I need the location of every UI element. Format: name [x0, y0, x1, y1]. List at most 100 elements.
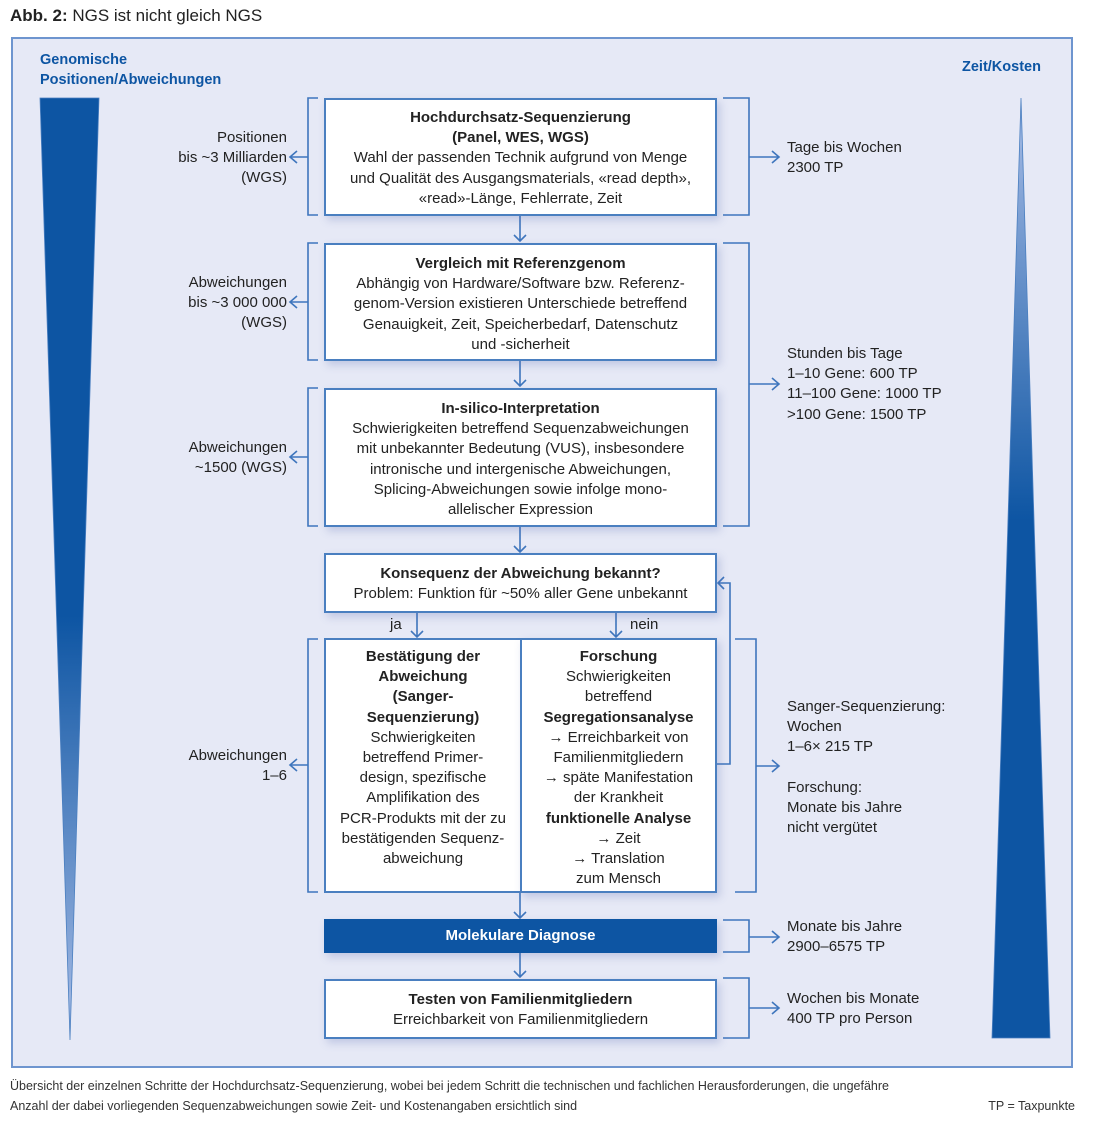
step-body-line: mit unbekannter Bedeutung (VUS), insbeso…	[356, 440, 685, 458]
branch-label-no: nein	[630, 616, 659, 633]
left-axis-title-line: Genomische	[40, 52, 128, 68]
branch-label-yes: ja	[390, 616, 402, 633]
step-body-line: «read»-Länge, Fehlerrate, Zeit	[418, 189, 623, 207]
right-label-line: 2900–6575 TP	[787, 938, 886, 956]
left-label-deviations-reference: Abweichungen bis ~3 000 000 (WGS)	[188, 273, 287, 334]
right-label-line: Forschung:	[787, 778, 863, 796]
step-body-line: Problem: Funktion für ~50% aller Gene un…	[353, 585, 688, 603]
left-label-deviations-confirm: Abweichungen 1–6	[189, 746, 287, 786]
step-body-line: Splicing-Abweichungen sowie infolge mono…	[373, 480, 668, 498]
left-label-line: Abweichungen	[188, 747, 287, 764]
branch-body-line: Amplifikation des	[366, 789, 480, 807]
caption-legend: TP = Taxpunkte	[988, 1099, 1075, 1113]
step-body-line: und Qualität des Ausgangsmaterials, «rea…	[349, 169, 692, 187]
right-label-sequencing: Tage bis Wochen 2300 TP	[787, 138, 902, 178]
step-body-line: Schwierigkeiten betreffend Sequenzabweic…	[352, 420, 689, 438]
diagnosis-box: Molekulare Diagnose	[324, 919, 717, 953]
right-label-line: Tage bis Wochen	[787, 139, 902, 156]
branch-body-line: → Translation	[572, 850, 665, 868]
left-label-line: Abweichungen	[188, 274, 287, 291]
left-label-positions: Positionen bis ~3 Milliarden (WGS)	[178, 128, 287, 189]
step-body-line: Wahl der passenden Technik aufgrund von …	[353, 149, 688, 167]
right-label-spacer	[787, 758, 945, 778]
step-title: Hochdurchsatz-Sequenzierung	[410, 109, 631, 126]
right-label-diagnosis: Monate bis Jahre 2900–6575 TP	[787, 917, 902, 957]
branch-body-line: → späte Manifestation	[543, 769, 694, 787]
left-label-deviations-insilico: Abweichungen ~1500 (WGS)	[189, 438, 287, 478]
figure-label: Abb. 2:	[10, 6, 68, 25]
step-title: (Panel, WES, WGS)	[452, 129, 589, 147]
right-label-confirm-research: Sanger-Sequenzierung: Wochen 1–6× 215 TP…	[787, 697, 945, 838]
branch-title: Bestätigung der	[365, 648, 481, 665]
left-label-line: (WGS)	[241, 169, 287, 187]
branch-body-line: abweichung	[382, 850, 464, 868]
left-label-line: 1–6	[261, 767, 287, 785]
branch-body-line: betreffend Primer-	[362, 749, 484, 767]
branch-title: (Sanger-	[392, 688, 454, 706]
right-label-line: Stunden bis Tage	[787, 345, 903, 362]
branch-body-line: der Krankheit	[573, 789, 664, 807]
step-body-line: und -sicherheit	[471, 335, 570, 353]
branch-title: Sequenzierung)	[366, 708, 480, 726]
branch-subheading: funktionelle Analyse	[545, 809, 692, 827]
step-body-line: intronische und intergenische Abweichung…	[369, 460, 672, 478]
branch-body-line: Familienmitgliedern	[553, 749, 684, 767]
step-box-in-silico: In-silico-Interpretation Schwierigkeiten…	[324, 388, 717, 527]
right-label-line: Wochen	[787, 718, 842, 736]
step-body-line: allelischer Expression	[447, 501, 594, 519]
step-title: Konsequenz der Abweichung bekannt?	[380, 565, 661, 582]
left-label-line: bis ~3 Milliarden	[178, 149, 287, 167]
right-label-line: 1–6× 215 TP	[787, 738, 874, 756]
branch-body-line: zum Mensch	[575, 870, 662, 888]
branch-body-line: Schwierigkeiten	[370, 728, 476, 746]
step-box-reference-comparison: Vergleich mit Referenzgenom Abhängig von…	[324, 243, 717, 361]
left-axis-title-line: Positionen/Abweichungen	[40, 72, 222, 88]
caption-line: Übersicht der einzelnen Schritte der Hoc…	[10, 1079, 889, 1093]
left-label-line: Abweichungen	[188, 439, 287, 456]
left-label-line: ~1500 (WGS)	[194, 459, 287, 477]
left-axis-title: Genomische Positionen/Abweichungen	[40, 50, 221, 90]
branch-box-confirmation: Bestätigung der Abweichung (Sanger- Sequ…	[324, 638, 522, 893]
right-label-line: 400 TP pro Person	[787, 1010, 913, 1028]
figure-title: Abb. 2: NGS ist nicht gleich NGS	[10, 6, 262, 26]
branch-body-line: bestätigenden Sequenz-	[341, 829, 505, 847]
branch-title: Abweichung	[378, 668, 468, 686]
step-body-line: genom-Version existieren Unterschiede be…	[353, 295, 688, 313]
left-label-line: Positionen	[216, 129, 287, 146]
step-box-sequencing: Hochdurchsatz-Sequenzierung (Panel, WES,…	[324, 98, 717, 216]
right-label-line: Monate bis Jahre	[787, 918, 903, 935]
figure-title-text: NGS ist nicht gleich NGS	[72, 6, 263, 25]
branch-subheading: Segregationsanalyse	[543, 708, 694, 726]
step-body-line: Abhängig von Hardware/Software bzw. Refe…	[356, 275, 685, 293]
right-label-family: Wochen bis Monate 400 TP pro Person	[787, 989, 919, 1029]
family-body: Erreichbarkeit von Familienmitgliedern	[392, 1011, 649, 1029]
right-label-line: Monate bis Jahre	[787, 798, 903, 816]
branch-body-line: betreffend	[584, 688, 653, 706]
step-box-consequence-question: Konsequenz der Abweichung bekannt? Probl…	[324, 553, 717, 613]
right-label-line: nicht vergütet	[787, 819, 878, 837]
step-title: Vergleich mit Referenzgenom	[415, 255, 626, 272]
branch-box-research: Forschung Schwierigkeiten betreffend Seg…	[520, 638, 717, 893]
branch-body-line: Schwierigkeiten	[565, 668, 672, 686]
right-label-analysis: Stunden bis Tage 1–10 Gene: 600 TP 11–10…	[787, 344, 942, 425]
left-label-line: bis ~3 000 000	[188, 294, 287, 312]
right-label-line: 2300 TP	[787, 159, 844, 177]
right-label-line: 11–100 Gene: 1000 TP	[787, 385, 942, 403]
figure-caption: Übersicht der einzelnen Schritte der Hoc…	[10, 1076, 1075, 1116]
branch-body-line: → Erreichbarkeit von	[548, 728, 689, 746]
right-label-line: Sanger-Sequenzierung:	[787, 698, 946, 715]
branch-title: Forschung	[579, 648, 658, 665]
step-body-line: Genauigkeit, Zeit, Speicherbedarf, Daten…	[362, 315, 679, 333]
left-label-line: (WGS)	[241, 314, 287, 332]
right-label-line: 1–10 Gene: 600 TP	[787, 365, 918, 383]
branch-body-line: → Zeit	[596, 829, 641, 847]
right-label-line: >100 Gene: 1500 TP	[787, 405, 927, 423]
right-axis-title: Zeit/Kosten	[962, 59, 1041, 75]
step-title: In-silico-Interpretation	[441, 400, 600, 417]
right-label-line: Wochen bis Monate	[787, 990, 920, 1007]
family-title: Testen von Familienmitgliedern	[408, 991, 633, 1008]
branch-body-line: PCR-Produkts mit der zu	[340, 809, 506, 827]
caption-line: Anzahl der dabei vorliegenden Sequenzabw…	[10, 1099, 578, 1113]
diagnosis-title: Molekulare Diagnose	[445, 926, 596, 944]
branch-body-line: design, spezifische	[359, 769, 487, 787]
